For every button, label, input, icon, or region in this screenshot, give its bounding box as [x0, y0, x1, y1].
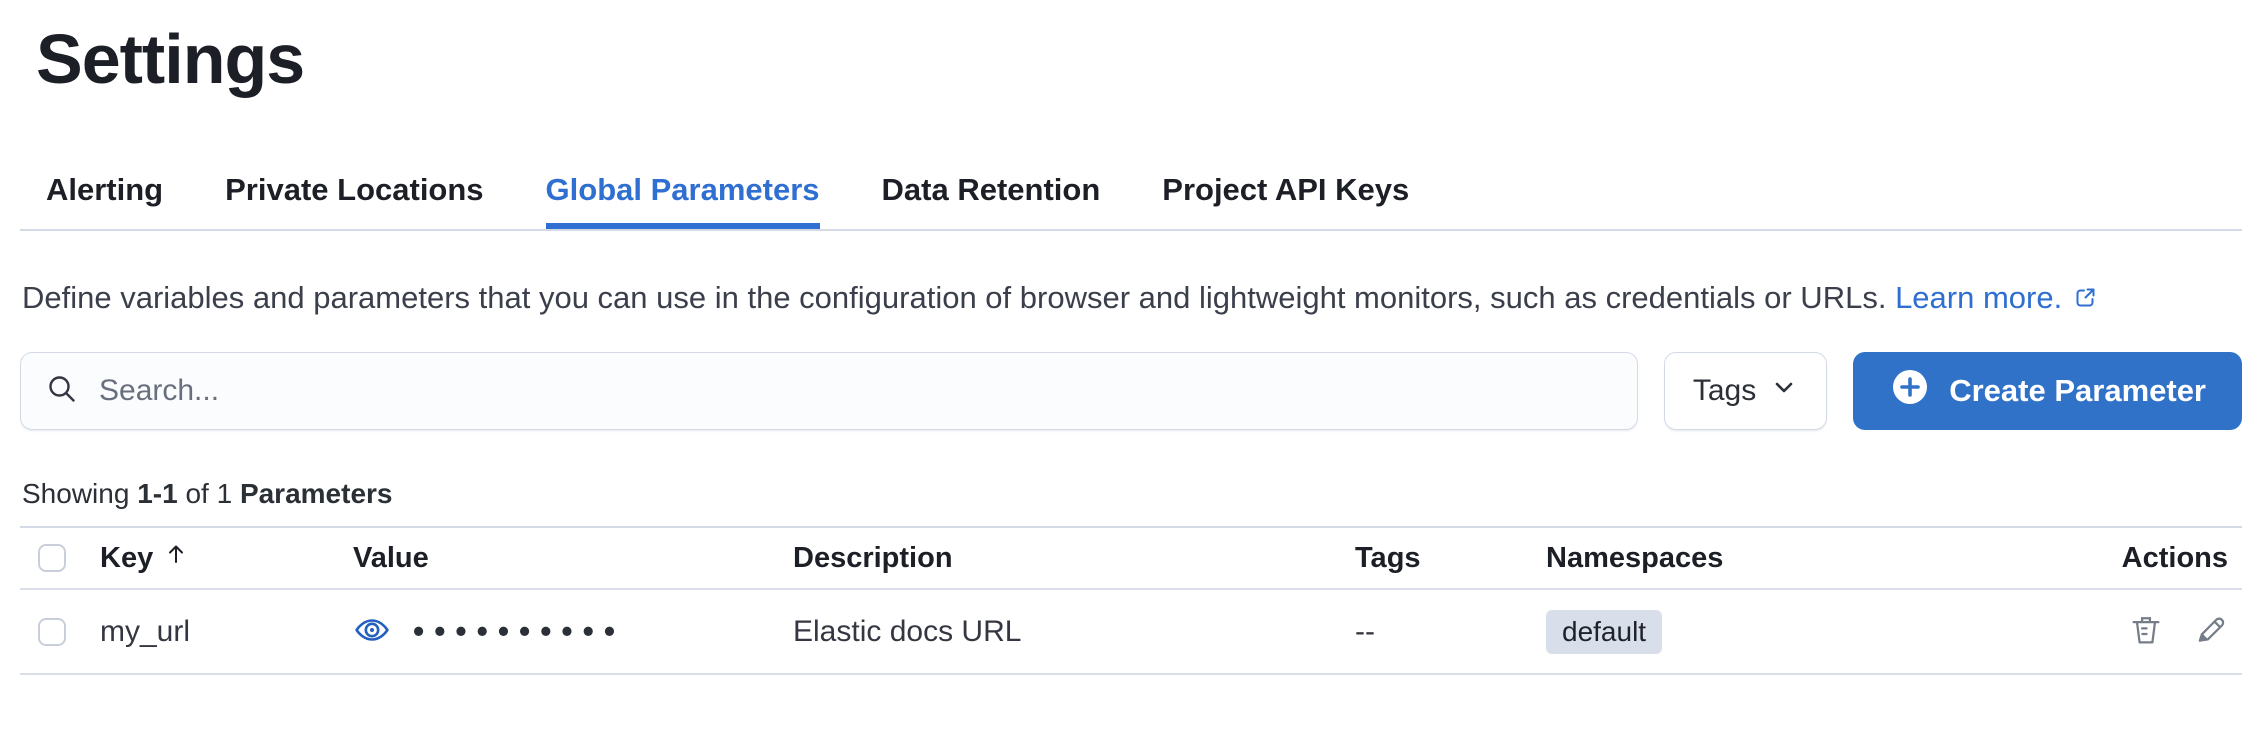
param-namespaces-cell: default — [1546, 609, 1966, 654]
param-value-cell: •••••••••• — [353, 611, 793, 652]
trash-icon — [2128, 612, 2164, 651]
tab-alerting[interactable]: Alerting — [46, 172, 164, 208]
masked-value: •••••••••• — [413, 613, 626, 650]
column-header-namespaces[interactable]: Namespaces — [1546, 541, 1724, 574]
search-icon — [45, 372, 79, 411]
param-actions-cell — [1966, 612, 2242, 651]
eye-icon — [353, 611, 391, 652]
param-description: Elastic docs URL — [793, 614, 1022, 648]
column-header-actions: Actions — [2121, 541, 2228, 574]
tab-project-api-keys[interactable]: Project API Keys — [1162, 172, 1410, 208]
results-summary: Showing 1-1 of 1 Parameters — [22, 478, 393, 510]
pencil-icon — [2192, 612, 2228, 651]
tab-global-parameters[interactable]: Global Parameters — [546, 174, 820, 229]
column-header-value[interactable]: Value — [353, 541, 429, 574]
edit-parameter-button[interactable] — [2192, 612, 2228, 651]
tabs-divider — [20, 229, 2242, 232]
parameters-toolbar: Tags Create Parameter — [20, 352, 2242, 431]
external-link-icon — [2072, 276, 2099, 326]
tab-private-locations[interactable]: Private Locations — [225, 172, 484, 208]
select-all-checkbox[interactable] — [38, 544, 66, 573]
parameters-table: Key Value Description Tags Namespaces Ac… — [20, 526, 2242, 676]
chevron-down-icon — [1770, 373, 1798, 409]
learn-more-link[interactable]: Learn more. — [1895, 280, 2099, 315]
summary-range: 1-1 — [137, 478, 178, 510]
tags-filter-button[interactable]: Tags — [1663, 352, 1828, 431]
settings-tabs: Alerting Private Locations Global Parame… — [0, 174, 2262, 229]
column-header-key[interactable]: Key — [100, 541, 353, 575]
search-input[interactable] — [99, 374, 1613, 409]
create-parameter-button[interactable]: Create Parameter — [1853, 352, 2242, 431]
create-parameter-label: Create Parameter — [1949, 373, 2206, 409]
namespace-badge: default — [1546, 609, 1663, 654]
summary-total: 1 — [216, 478, 233, 510]
intro-description: Define variables and parameters that you… — [22, 280, 1887, 316]
delete-parameter-button[interactable] — [2128, 612, 2164, 651]
param-tags: -- — [1355, 614, 1375, 648]
tags-filter-label: Tags — [1692, 374, 1757, 408]
sort-ascending-icon — [163, 541, 189, 575]
plus-circle-icon — [1889, 366, 1931, 416]
row-checkbox[interactable] — [38, 617, 66, 646]
tab-data-retention[interactable]: Data Retention — [881, 172, 1101, 208]
param-key: my_url — [100, 614, 191, 648]
column-header-description[interactable]: Description — [793, 541, 953, 574]
page-title: Settings — [36, 20, 305, 98]
search-box[interactable] — [20, 352, 1638, 431]
table-header-row: Key Value Description Tags Namespaces Ac… — [20, 528, 2242, 591]
summary-entity: Parameters — [239, 478, 393, 510]
reveal-value-button[interactable] — [353, 611, 391, 652]
column-header-tags[interactable]: Tags — [1355, 541, 1421, 574]
table-row: my_url •••••••••• Elastic docs URL -- de… — [20, 590, 2242, 676]
intro-text: Define variables and parameters that you… — [22, 273, 2242, 326]
